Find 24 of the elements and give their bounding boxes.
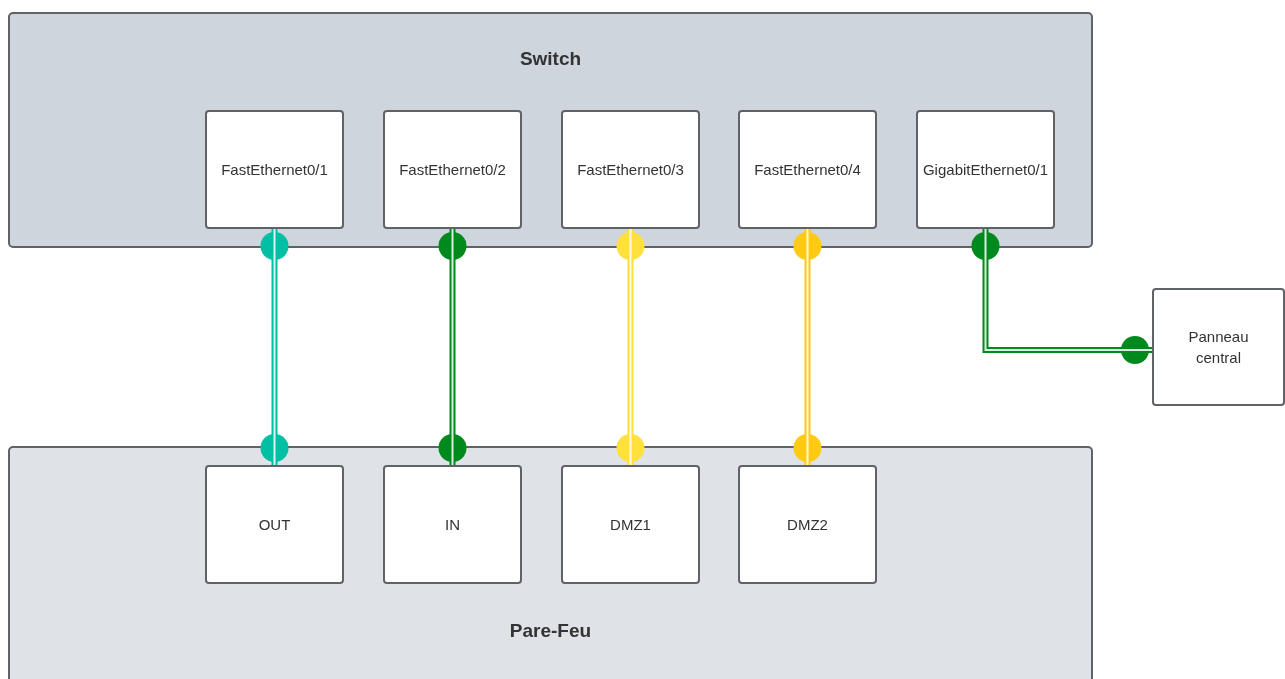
- port-label: Panneau central: [1187, 327, 1250, 368]
- port-box: [561, 465, 700, 584]
- port-label: IN: [445, 516, 460, 533]
- port-label: FastEthernet0/1: [221, 161, 328, 178]
- port-box: [383, 465, 522, 584]
- port-label: FastEthernet0/4: [754, 161, 861, 178]
- port-label: DMZ1: [610, 516, 651, 533]
- port-box: [561, 110, 700, 229]
- port-label: FastEthernet0/3: [577, 161, 684, 178]
- port-label: DMZ2: [787, 516, 828, 533]
- port-box: [738, 465, 877, 584]
- group-title: Switch: [518, 48, 583, 70]
- device-group: [8, 446, 1093, 679]
- group-title: Pare-Feu: [508, 620, 593, 642]
- port-label: OUT: [258, 516, 291, 533]
- port-label: GigabitEthernet0/1: [922, 161, 1049, 178]
- port-box: [205, 110, 344, 229]
- port-box: [383, 110, 522, 229]
- port-box: [738, 110, 877, 229]
- port-label: FastEthernet0/2: [399, 161, 506, 178]
- device-group: [8, 12, 1093, 248]
- port-box: [916, 110, 1055, 229]
- port-box: [1152, 288, 1285, 406]
- port-box: [205, 465, 344, 584]
